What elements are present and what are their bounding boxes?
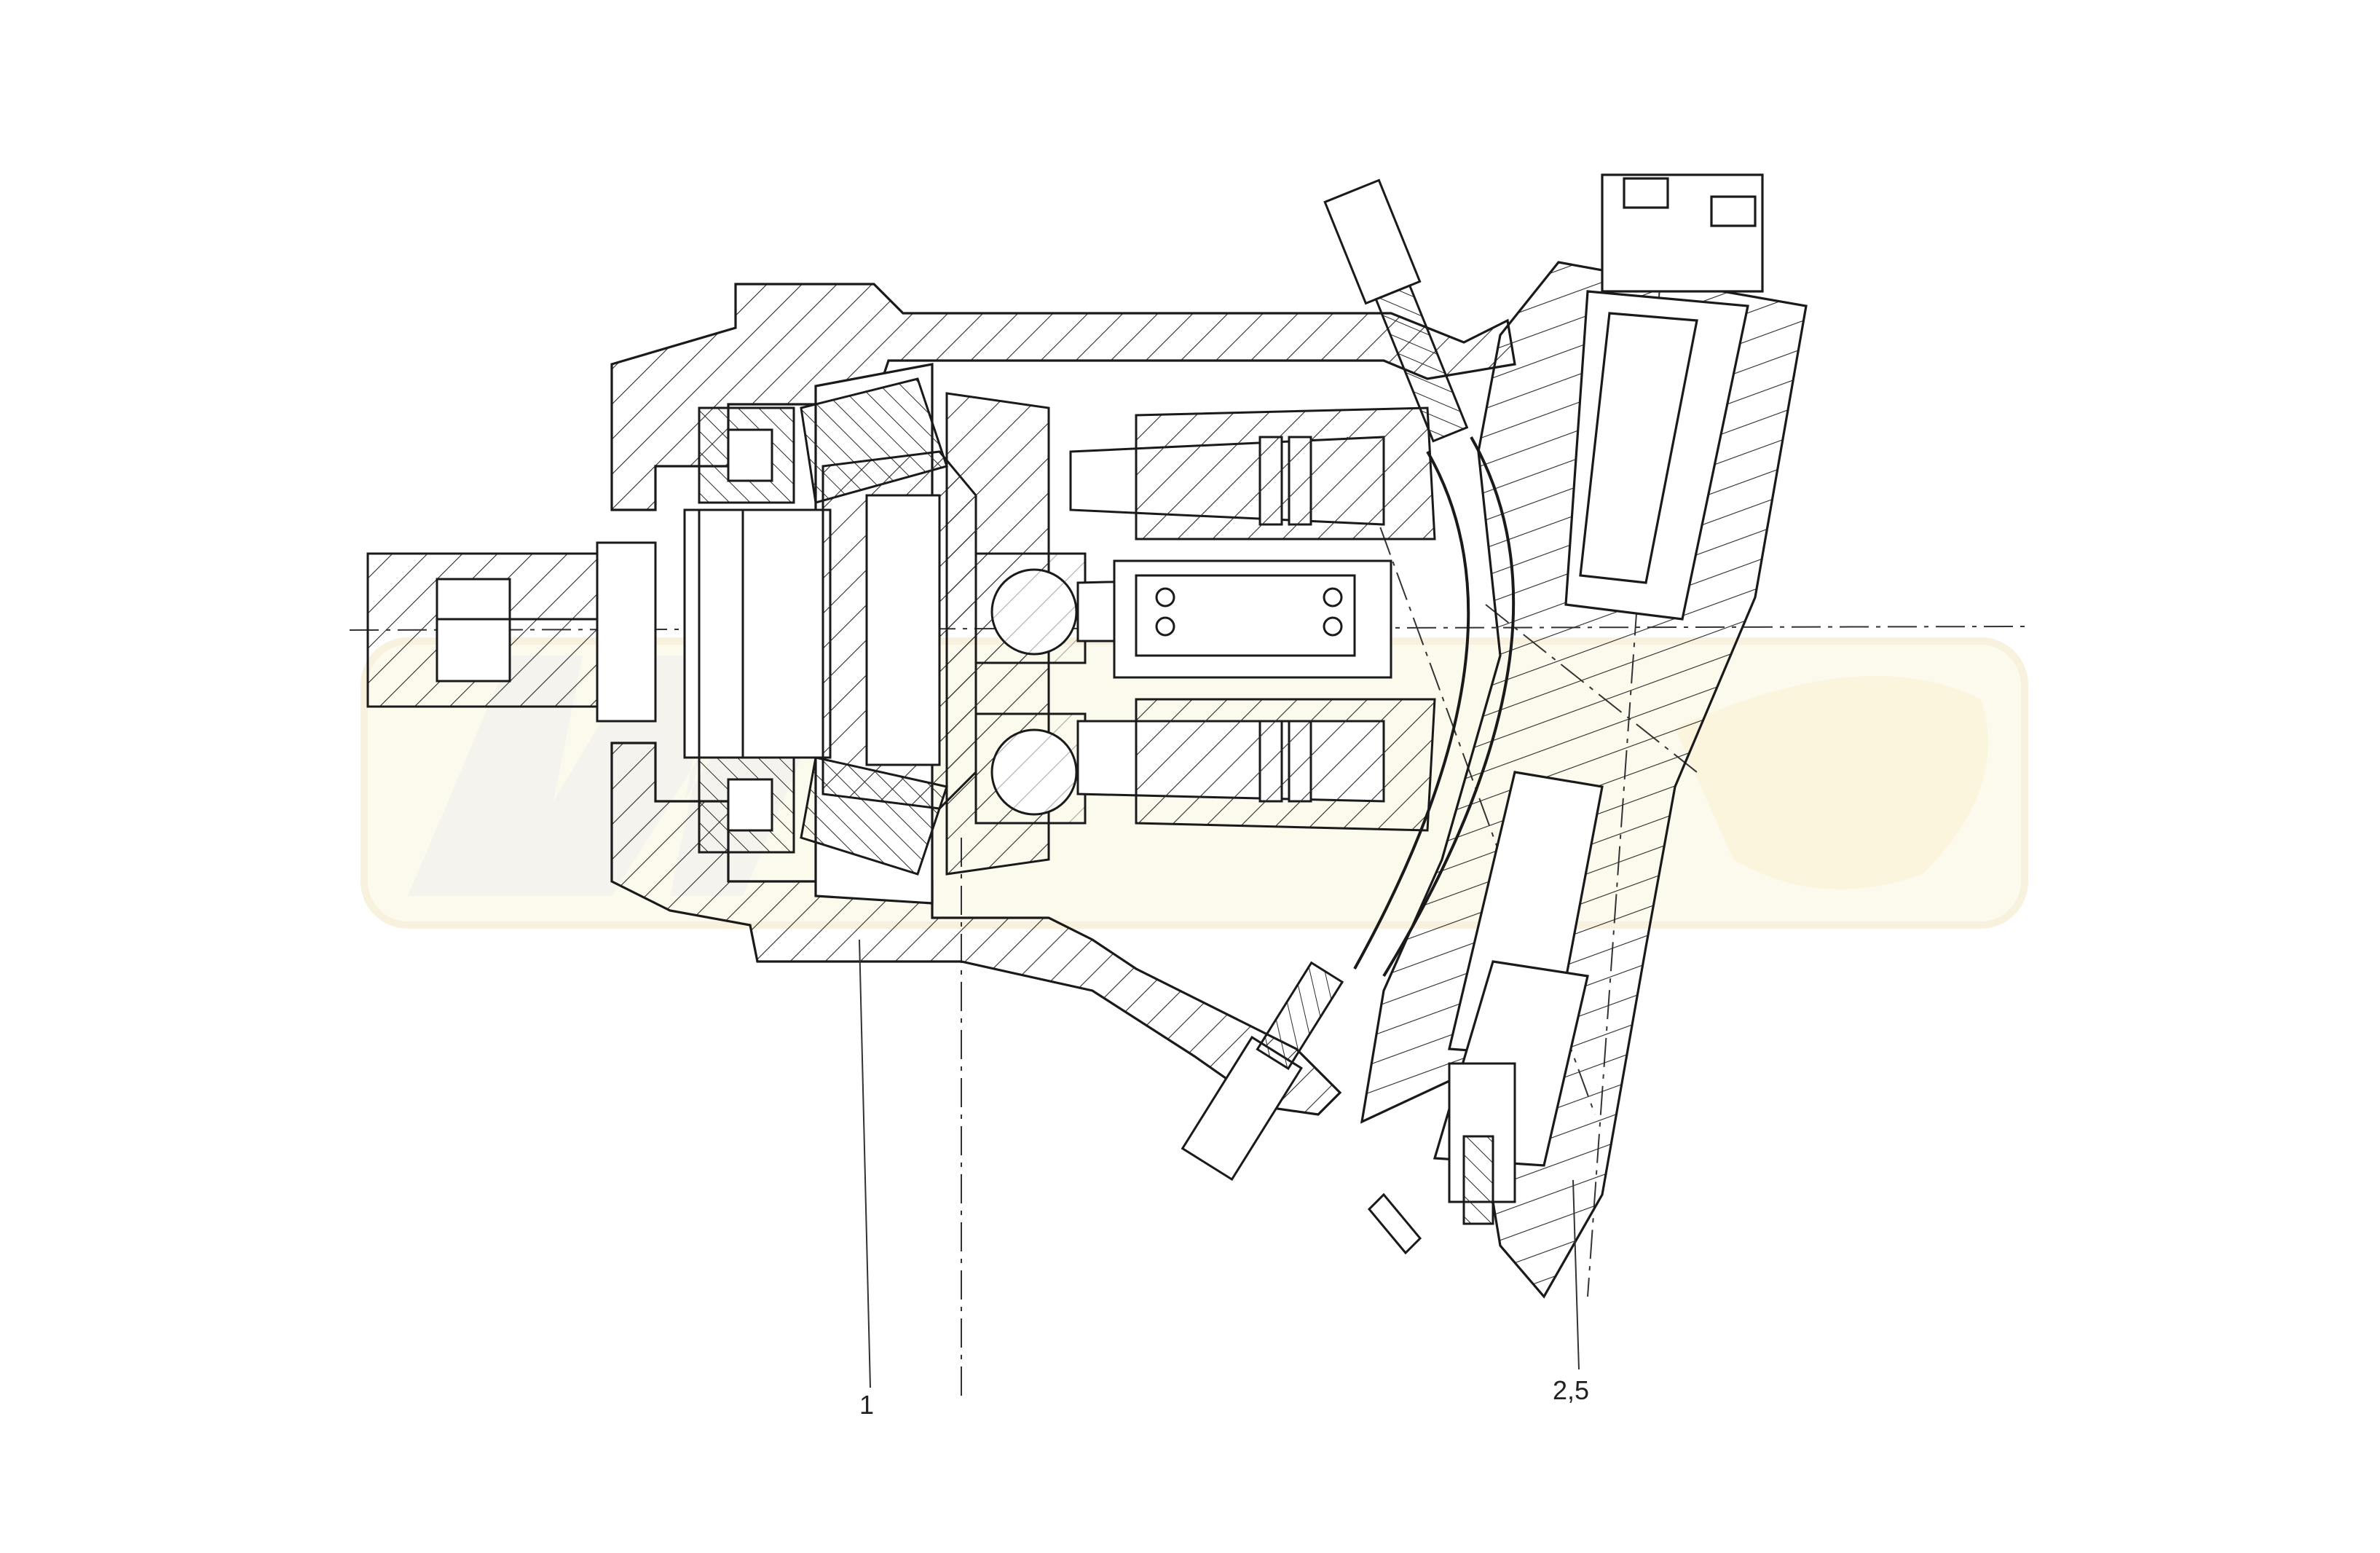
callout-label-2-5: 2,5 — [1553, 1375, 1590, 1405]
input-shaft — [366, 541, 657, 723]
leader-lines — [859, 939, 1580, 1388]
callout-label-1: 1 — [859, 1390, 875, 1420]
valve-detail — [1367, 1062, 1516, 1255]
adjusting-screws — [1181, 178, 1469, 1182]
control-housing — [1353, 173, 1808, 1299]
cylinder-block — [1113, 406, 1436, 832]
